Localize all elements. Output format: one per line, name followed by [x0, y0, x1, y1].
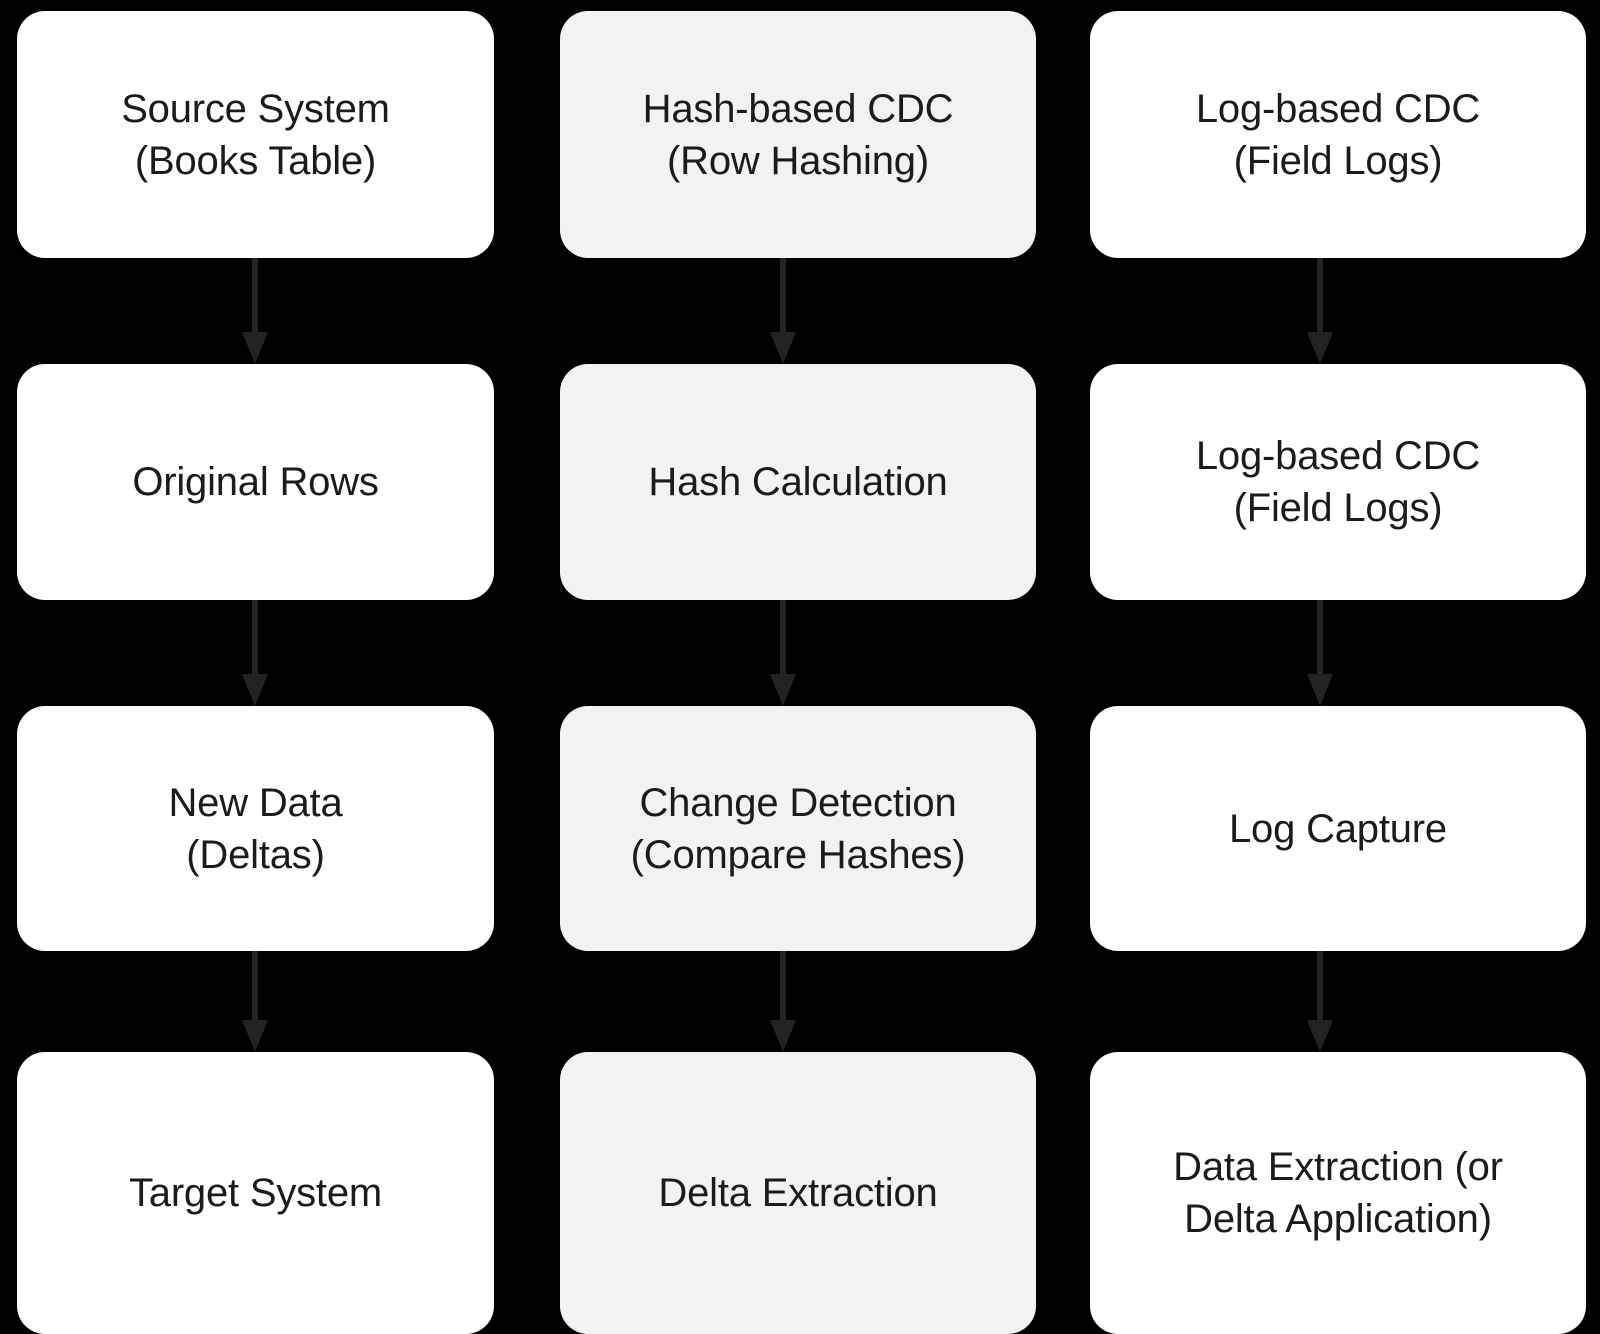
node-change-detection[interactable]: Change Detection (Compare Hashes)	[560, 706, 1036, 951]
node-log-based-cdc[interactable]: Log-based CDC (Field Logs)	[1090, 11, 1586, 258]
arrow-logcdc-to-logcdc2	[1305, 258, 1335, 364]
arrow-newdata-to-target	[240, 951, 270, 1052]
node-log-based-cdc-2-label: Log-based CDC (Field Logs)	[1195, 434, 1481, 530]
node-hash-based-cdc-label: Hash-based CDC (Row Hashing)	[642, 86, 954, 183]
node-hash-based-cdc[interactable]: Hash-based CDC (Row Hashing)	[560, 11, 1036, 258]
arrow-source-to-original	[240, 258, 270, 364]
node-delta-extraction[interactable]: Delta Extraction	[560, 1052, 1036, 1334]
node-log-based-cdc-label: Log-based CDC (Field Logs)	[1195, 86, 1481, 183]
node-log-capture-label: Log Capture	[1229, 806, 1447, 851]
node-original-rows[interactable]: Original Rows	[17, 364, 494, 600]
node-hash-calculation[interactable]: Hash Calculation	[560, 364, 1036, 600]
node-original-rows-label: Original Rows	[132, 460, 379, 504]
arrow-original-to-newdata	[240, 600, 270, 706]
node-log-based-cdc-2[interactable]: Log-based CDC (Field Logs)	[1090, 364, 1586, 600]
node-new-data-label: New Data (Deltas)	[168, 780, 343, 877]
node-data-extraction[interactable]: Data Extraction (or Delta Application)	[1090, 1052, 1586, 1334]
node-new-data[interactable]: New Data (Deltas)	[17, 706, 494, 951]
arrow-hashcdc-to-hashcalc	[768, 258, 798, 364]
node-change-detection-label: Change Detection (Compare Hashes)	[630, 780, 966, 877]
node-source-system-label: Source System (Books Table)	[121, 86, 390, 183]
node-log-capture[interactable]: Log Capture	[1090, 706, 1586, 951]
arrow-logcdc2-to-capture	[1305, 600, 1335, 706]
node-data-extraction-label: Data Extraction (or Delta Application)	[1173, 1145, 1503, 1241]
node-source-system[interactable]: Source System (Books Table)	[17, 11, 494, 258]
node-delta-extraction-label: Delta Extraction	[658, 1171, 938, 1215]
node-hash-calculation-label: Hash Calculation	[648, 460, 948, 504]
arrow-change-to-delta	[768, 951, 798, 1052]
node-target-system-label: Target System	[128, 1171, 383, 1215]
node-target-system[interactable]: Target System	[17, 1052, 494, 1334]
arrow-hashcalc-to-change	[768, 600, 798, 706]
arrow-capture-to-extraction	[1305, 951, 1335, 1052]
